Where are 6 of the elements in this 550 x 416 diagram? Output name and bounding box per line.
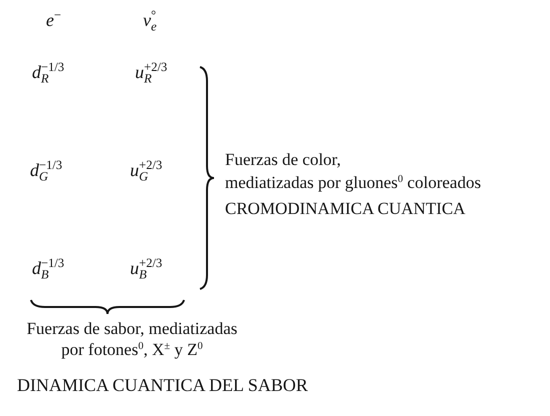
particle-symbol: e$^{−}$: [46, 7, 62, 31]
force-description: Fuerzas de color,: [225, 150, 341, 171]
force-description: mediatizadas por gluones$^{0}$ coloreados: [225, 173, 481, 194]
theory-name: CROMODINAMICA CUANTICA: [225, 199, 466, 220]
theory-name: DINAMICA CUANTICA DEL SABOR: [17, 375, 308, 397]
force-description: Fuerzas de sabor, mediatizadas por fotones$^{0}$, X$^{±}$ y Z$^{0}$: [26, 319, 238, 360]
